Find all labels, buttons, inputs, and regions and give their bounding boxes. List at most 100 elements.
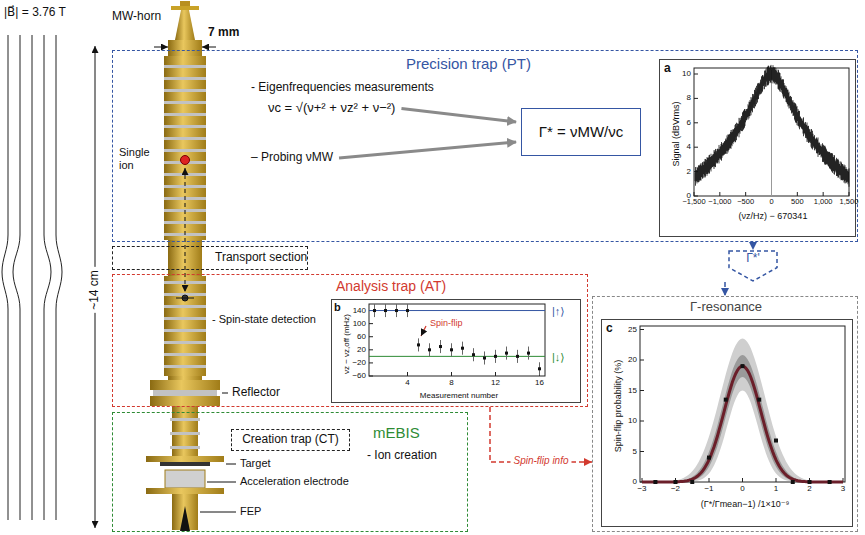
noise-trace xyxy=(769,66,770,83)
target-plate xyxy=(146,456,224,466)
tick-label: 20 xyxy=(628,355,637,364)
error-bar xyxy=(506,347,507,360)
center-line xyxy=(771,70,772,196)
tick-label: −2 xyxy=(671,484,680,493)
noise-trace xyxy=(838,159,839,178)
noise-trace xyxy=(722,144,723,158)
data-point xyxy=(808,480,812,484)
noise-trace xyxy=(726,138,727,153)
noise-trace xyxy=(819,142,820,155)
noise-trace xyxy=(841,163,842,180)
error-bar xyxy=(440,340,441,353)
noise-trace xyxy=(818,137,819,156)
data-point xyxy=(538,367,541,370)
data-point xyxy=(395,309,398,312)
noise-trace xyxy=(709,155,710,174)
noise-trace xyxy=(737,123,738,136)
data-point xyxy=(472,353,475,356)
mw-horn xyxy=(171,6,199,10)
node-title: Γ*' xyxy=(746,252,760,266)
noise-trace xyxy=(757,83,758,102)
tick-label: 100 xyxy=(353,319,366,328)
axis-tick xyxy=(742,478,743,482)
noise-trace xyxy=(809,129,810,142)
axis-tick xyxy=(776,478,777,482)
plot-panel: cSpin-flip probability (%)(Γ*/Γmean−1) /… xyxy=(601,319,853,527)
part-label: MW-horn xyxy=(112,10,161,24)
tick-label: 15 xyxy=(628,386,637,395)
noise-trace xyxy=(723,143,724,156)
part-label: FEP xyxy=(240,505,261,518)
noise-trace xyxy=(754,90,755,109)
axis-tick xyxy=(745,192,746,196)
noise-trace xyxy=(753,94,754,108)
tick-label: 0 xyxy=(633,477,637,486)
noise-trace xyxy=(811,129,812,148)
noise-trace xyxy=(718,149,719,162)
noise-trace xyxy=(807,123,808,142)
noise-trace xyxy=(697,168,698,182)
noise-trace xyxy=(843,165,844,179)
noise-trace xyxy=(729,134,730,150)
region-box: Precision trap (PT)- Eigenfrequencies me… xyxy=(112,50,858,242)
tick-label: 1,500 xyxy=(840,198,859,207)
field-lines xyxy=(56,35,62,520)
data-point xyxy=(373,309,376,312)
noise-trace xyxy=(784,83,785,97)
data-point xyxy=(741,364,745,368)
noise-trace xyxy=(834,155,835,174)
noise-trace xyxy=(733,129,734,144)
noise-trace xyxy=(768,66,769,85)
noise-trace xyxy=(815,138,816,148)
error-bar xyxy=(517,350,518,363)
noise-trace xyxy=(785,85,786,98)
axis-tick xyxy=(694,196,698,197)
noise-trace xyxy=(733,130,734,142)
leader-lines xyxy=(200,512,236,513)
noise-trace xyxy=(766,69,767,87)
axis-tick xyxy=(694,74,698,75)
ion-transport xyxy=(176,298,194,299)
tick-label: 8 xyxy=(449,378,453,387)
node-text: Spin-flip xyxy=(430,318,463,328)
error-bar xyxy=(374,304,375,317)
noise-trace xyxy=(826,150,827,165)
noise-trace xyxy=(822,143,823,162)
error-bar xyxy=(429,343,430,356)
noise-trace xyxy=(736,123,737,141)
noise-trace xyxy=(830,153,831,169)
axis-tick xyxy=(495,372,496,376)
noise-trace xyxy=(695,167,696,186)
noise-trace xyxy=(769,68,770,81)
noise-trace xyxy=(768,66,769,85)
noise-trace xyxy=(759,84,760,95)
axis-tick xyxy=(640,329,644,330)
field-emission-point xyxy=(180,506,190,531)
noise-trace xyxy=(808,126,809,143)
noise-trace xyxy=(743,111,744,129)
noise-trace xyxy=(749,102,750,119)
axis-tick xyxy=(694,98,698,99)
noise-trace xyxy=(834,155,835,174)
noise-trace xyxy=(776,68,777,85)
tick-label: 3 xyxy=(841,484,845,493)
noise-trace xyxy=(805,122,806,138)
data-point xyxy=(774,439,778,443)
noise-trace xyxy=(709,155,710,174)
part-label: |B⃗| = 3.76 T xyxy=(4,6,66,20)
axis-tick xyxy=(849,192,850,196)
noise-trace xyxy=(760,80,761,95)
reflector-flange xyxy=(150,396,220,406)
creation-trap xyxy=(170,406,200,456)
tick-label: 4 xyxy=(405,378,409,387)
noise-trace xyxy=(839,164,840,175)
noise-trace xyxy=(740,118,741,133)
plot-frame xyxy=(369,304,545,376)
noise-trace xyxy=(762,76,763,92)
noise-trace xyxy=(828,152,829,166)
pentagon-outline xyxy=(729,251,777,281)
axis-tick xyxy=(369,376,373,377)
noise-trace xyxy=(771,65,772,83)
reflector-flange xyxy=(153,390,217,396)
noise-trace xyxy=(846,169,847,182)
